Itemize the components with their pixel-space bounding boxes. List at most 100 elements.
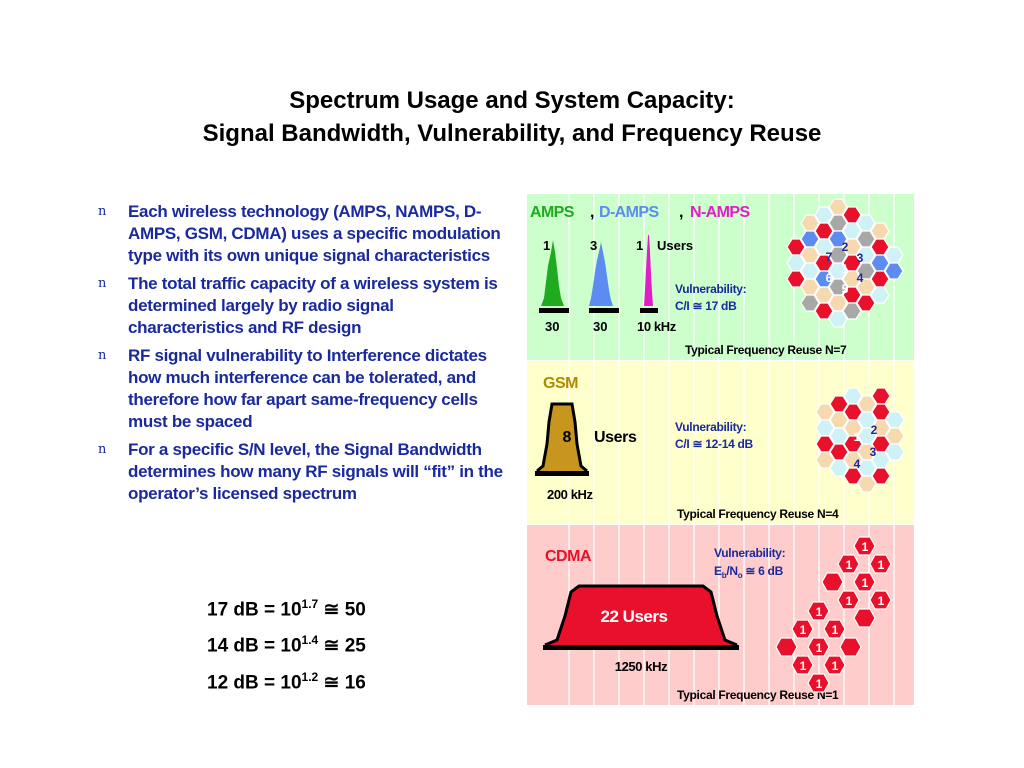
- hex-cell: [837, 554, 860, 574]
- amps-bandwidth: 30: [545, 319, 559, 334]
- hex-cell: [828, 310, 848, 328]
- baseline-bar: [543, 645, 739, 650]
- cdma-spectrum: [544, 584, 738, 647]
- svg-text:1: 1: [800, 623, 807, 637]
- hex-cell: [800, 294, 820, 312]
- svg-text:3: 3: [857, 251, 864, 265]
- bullet-marker: n: [98, 348, 107, 363]
- hex-cell: [853, 572, 876, 592]
- hex-cell: [857, 475, 877, 493]
- hex-cell: [843, 467, 863, 485]
- baseline-bar: [535, 471, 589, 476]
- cdma-vulnerability-label: Vulnerability:: [714, 546, 785, 560]
- bullet-item: n RF signal vulnerability to Interference…: [98, 345, 508, 433]
- svg-text:3: 3: [870, 445, 877, 459]
- hex-cell: [791, 655, 814, 675]
- namps-spectrum: [644, 234, 653, 306]
- bullet-item: n Each wireless technology (AMPS, NAMPS, …: [98, 201, 508, 267]
- svg-text:1: 1: [862, 576, 869, 590]
- hex-cell: [829, 459, 849, 477]
- baseline-bar: [539, 308, 569, 313]
- amps-vulnerability-value: C/I ≅ 17 dB: [675, 299, 737, 313]
- bullet-text: RF signal vulnerability to Interference …: [128, 346, 487, 431]
- namps-user-count: 1: [636, 238, 643, 253]
- cdma-users: 22 Users: [601, 607, 668, 626]
- amps-cell-numbers: 2 7 3 6 1 4 5: [826, 240, 864, 296]
- svg-text:1: 1: [800, 659, 807, 673]
- hex-cell: [853, 608, 876, 628]
- hex-cell: [869, 554, 892, 574]
- baseline-bar: [589, 308, 619, 313]
- svg-text:1: 1: [846, 594, 853, 608]
- svg-text:5: 5: [842, 282, 849, 296]
- bullet-text: For a specific S/N level, the Signal Ban…: [128, 440, 503, 503]
- technology-comparison-figure: AMPS , D-AMPS , N-AMPS 1 3 1 Users 30 30…: [527, 194, 914, 705]
- hex-cell: [807, 601, 830, 621]
- svg-text:1: 1: [878, 594, 885, 608]
- svg-text:7: 7: [826, 250, 833, 264]
- damps-spectrum: [589, 242, 613, 306]
- namps-label: N-AMPS: [690, 204, 750, 221]
- gsm-vulnerability-label: Vulnerability:: [675, 420, 746, 434]
- svg-text:2: 2: [871, 423, 878, 437]
- gsm-reuse-caption: Typical Frequency Reuse N=4: [677, 507, 839, 521]
- amps-sep-2: ,: [679, 204, 683, 221]
- title-line-2: Signal Bandwidth, Vulnerability, and Fre…: [202, 120, 822, 147]
- svg-text:1: 1: [816, 677, 823, 691]
- hex-cell: [856, 294, 876, 312]
- cdma-reuse-cluster: [775, 536, 892, 693]
- equations: 17 dB = 101.7 ≅ 50 14 dB = 101.4 ≅ 25 12…: [207, 589, 366, 698]
- svg-text:1: 1: [816, 605, 823, 619]
- bullet-item: n For a specific S/N level, the Signal Ba…: [98, 439, 508, 505]
- equation-row: 14 dB = 101.4 ≅ 25: [207, 633, 366, 657]
- hex-cell: [807, 673, 830, 693]
- svg-text:4: 4: [857, 271, 864, 285]
- svg-text:1: 1: [846, 558, 853, 572]
- hex-cell: [786, 270, 806, 288]
- damps-user-count: 3: [590, 238, 597, 253]
- damps-label: D-AMPS: [599, 204, 659, 221]
- namps-bandwidth: 10 kHz: [637, 319, 677, 334]
- bullet-marker: n: [98, 442, 107, 457]
- gsm-vulnerability-value: C/I ≅ 12-14 dB: [675, 437, 754, 451]
- hex-cell: [823, 655, 846, 675]
- gsm-cell-numbers: 1 2 3 4: [854, 423, 878, 471]
- gsm-user-count: 8: [563, 429, 572, 446]
- title-line-1: Spectrum Usage and System Capacity:: [289, 87, 735, 114]
- equation-row: 12 dB = 101.2 ≅ 16: [207, 669, 366, 693]
- bullet-marker: n: [98, 204, 107, 219]
- hex-cell: [853, 536, 876, 556]
- hex-cell: [839, 637, 862, 657]
- gsm-users-label: Users: [594, 429, 637, 446]
- hex-cell: [870, 286, 890, 304]
- hex-cell: [869, 590, 892, 610]
- users-label: Users: [657, 238, 693, 253]
- hex-cell: [823, 619, 846, 639]
- cdma-cell-numbers: 1 1 1 1 1 1 1 1 1 1 1 1 1: [800, 540, 885, 691]
- bullet-list: n Each wireless technology (AMPS, NAMPS, …: [98, 201, 508, 511]
- gsm-label: GSM: [543, 375, 578, 392]
- hex-cell: [815, 451, 835, 469]
- amps-spectrum: [541, 240, 564, 306]
- svg-text:1: 1: [854, 430, 861, 444]
- svg-text:1: 1: [816, 641, 823, 655]
- hex-cell: [791, 619, 814, 639]
- svg-text:6: 6: [826, 271, 833, 285]
- cdma-reuse-caption: Typical Frequency Reuse N=1: [677, 688, 839, 702]
- svg-text:1: 1: [878, 558, 885, 572]
- cdma-vulnerability-value: Eb/No ≅ 6 dB: [714, 564, 784, 580]
- hex-cell: [807, 637, 830, 657]
- svg-text:1: 1: [862, 540, 869, 554]
- damps-bandwidth: 30: [593, 319, 607, 334]
- bullet-marker: n: [98, 276, 107, 291]
- amps-reuse-cluster: [786, 198, 904, 328]
- hex-cell: [871, 467, 891, 485]
- gsm-spectrum: [536, 402, 588, 473]
- baseline-bar: [640, 308, 658, 313]
- amps-reuse-caption: Typical Frequency Reuse N=7: [685, 343, 847, 357]
- hex-cell: [775, 637, 798, 657]
- amps-vulnerability-label: Vulnerability:: [675, 282, 746, 296]
- bullet-text: Each wireless technology (AMPS, NAMPS, D…: [128, 202, 501, 265]
- amps-sep-1: ,: [590, 204, 594, 221]
